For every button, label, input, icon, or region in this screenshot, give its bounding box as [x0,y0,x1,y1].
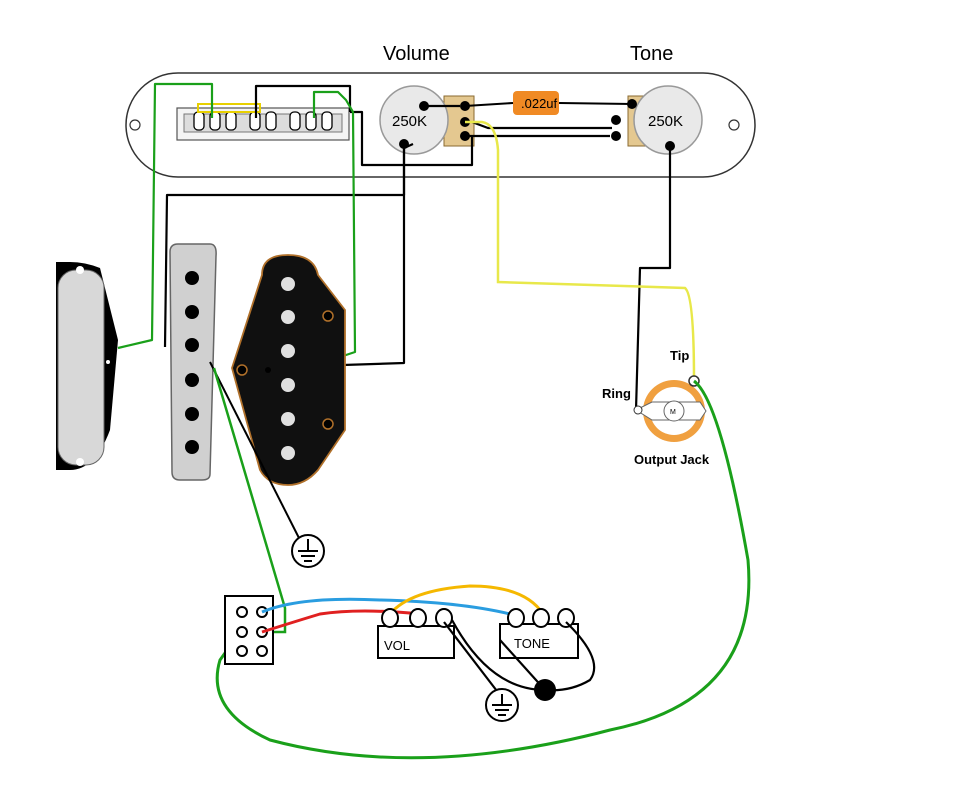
green-pickup-wires [117,82,357,358]
capacitor-label: .022uf [521,96,558,111]
lower-ground-wires [443,619,596,696]
plate-screw-right [728,119,740,131]
output-jack [633,375,707,442]
volume-pot-value: 250K [392,113,427,130]
tip-label: Tip [670,348,689,363]
capacitor-lead-right [558,102,633,105]
tone-title: Tone [630,43,673,65]
capacitor [513,91,559,115]
neck-pickup [56,262,118,470]
vol-lugs [381,608,453,628]
selector-switch [176,103,350,141]
green-loop-wire [215,379,751,760]
output-jack-label: Output Jack [634,452,710,467]
plate-ground-wires [163,84,672,411]
middle-pickup-ground-wire [209,361,301,541]
tone-lugs [507,608,575,628]
tone-capacitor-dot [534,679,556,701]
ring-label: Ring [602,386,631,401]
ground-symbol-bottom [485,688,519,722]
capacitor-lead-left [464,102,514,107]
bridge-pickup [231,254,346,486]
ground-symbol-top [291,534,325,568]
tone-pot-value: 250K [648,113,683,130]
volume-pot [379,85,475,155]
plate-screw-left [129,119,141,131]
jack-center-label: M [670,409,676,416]
tone-box-label: TONE [514,636,550,651]
yellow-hot-wire [465,120,696,381]
blue-wire [261,597,511,616]
vol-box [377,625,455,659]
volume-title: Volume [383,43,450,65]
middle-pickup [169,243,217,481]
orange-wire [388,584,545,615]
tone-pot [611,85,703,155]
vol-box-label: VOL [384,638,410,653]
